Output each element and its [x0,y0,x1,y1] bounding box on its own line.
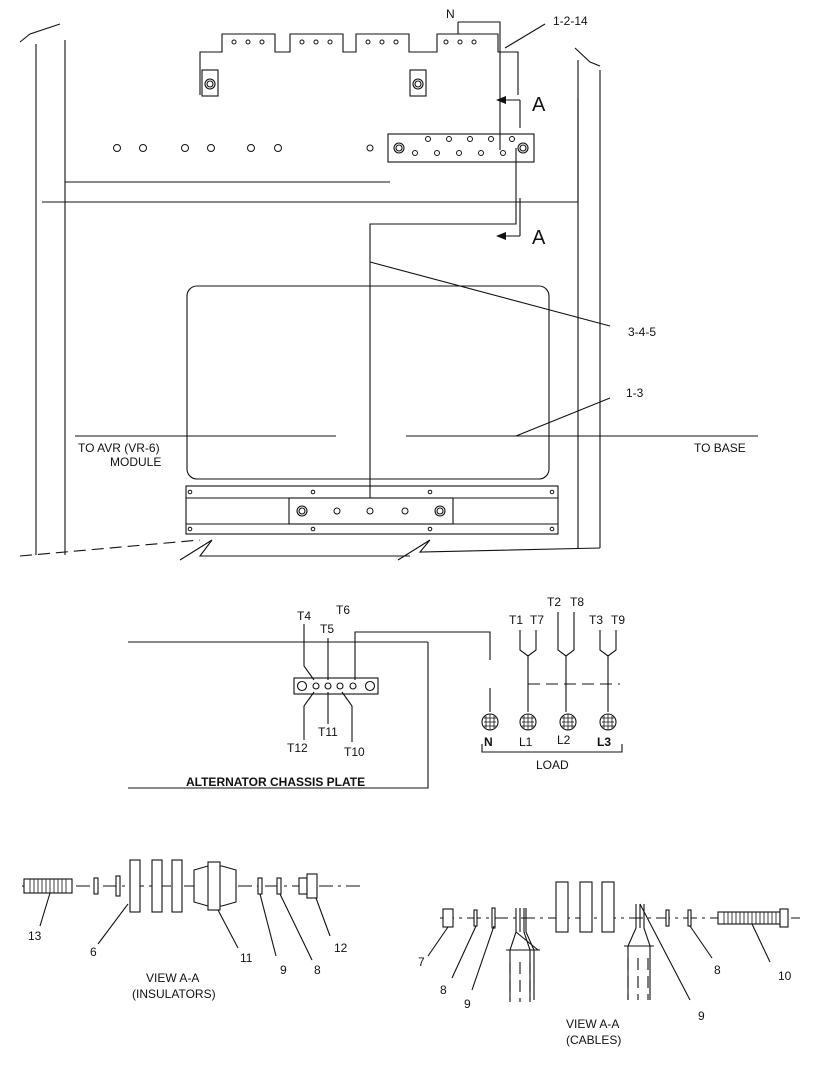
callout-8a: 8 [440,983,447,997]
break-mark-top-right [574,47,601,67]
callout-8b: 8 [714,963,721,977]
label-t7: T7 [530,613,544,627]
top-view: N 1-2-14 A [19,7,758,561]
label-t9: T9 [611,613,625,627]
label-l3: L3 [597,735,611,749]
callout-3-4-5: 3-4-5 [628,325,656,339]
callout-9: 9 [280,963,287,977]
callout-12: 12 [334,941,348,955]
mid-bar-holes [113,144,374,152]
module-label: MODULE [110,455,161,469]
label-t10: T10 [344,745,365,759]
label-l1: L1 [519,735,533,749]
bottom-mounting-plate [185,485,559,535]
callout-1-2-14: 1-2-14 [553,14,588,28]
to-base-label: TO BASE [694,441,746,455]
label-t12: T12 [287,741,308,755]
callout-9b: 9 [698,1009,705,1023]
callout-8: 8 [314,963,321,977]
label-t2: T2 [547,595,561,609]
label-t5: T5 [320,622,334,636]
callout-10: 10 [778,969,792,983]
n-callout-label: N [446,7,455,21]
label-t6: T6 [336,603,350,617]
callout-13: 13 [28,929,42,943]
cables-title: VIEW A-A [566,1017,619,1031]
section-a-bottom: A [532,227,546,249]
insulators-subtitle: (INSULATORS) [132,987,216,1001]
wiring-schematic: ALTERNATOR CHASSIS PLATE T4 T6 T5 T12 T1… [128,595,625,789]
avr-module-outline [186,285,550,480]
chassis-plate-label: ALTERNATOR CHASSIS PLATE [186,775,365,789]
middle-terminal-block [387,133,535,163]
terminal-strip [293,677,379,695]
insulators-title: VIEW A-A [146,971,199,985]
view-cables: 7 8 9 9 8 10 VIEW A-A [418,881,800,1047]
callout-1-3: 1-3 [626,386,644,400]
to-avr-label: TO AVR (VR-6) [78,441,160,455]
label-t11: T11 [318,725,338,739]
label-t1: T1 [509,613,523,627]
view-insulators: 13 6 11 9 8 12 VIEW A-A (INSULATORS) [22,859,360,1001]
section-a-top: A [532,94,546,116]
callout-6: 6 [90,945,97,959]
callout-7: 7 [418,955,425,969]
load-terminals [481,688,617,731]
label-l2: L2 [557,733,571,747]
cables-subtitle: (CABLES) [566,1033,621,1047]
load-label: LOAD [536,758,569,772]
label-t3: T3 [589,613,603,627]
callout-11: 11 [240,951,253,965]
label-n: N [484,735,493,749]
top-rail-holes [231,39,477,45]
break-mark-top-left [19,23,61,43]
label-t8: T8 [570,595,584,609]
callout-9a: 9 [464,997,471,1011]
label-t4: T4 [297,609,311,623]
